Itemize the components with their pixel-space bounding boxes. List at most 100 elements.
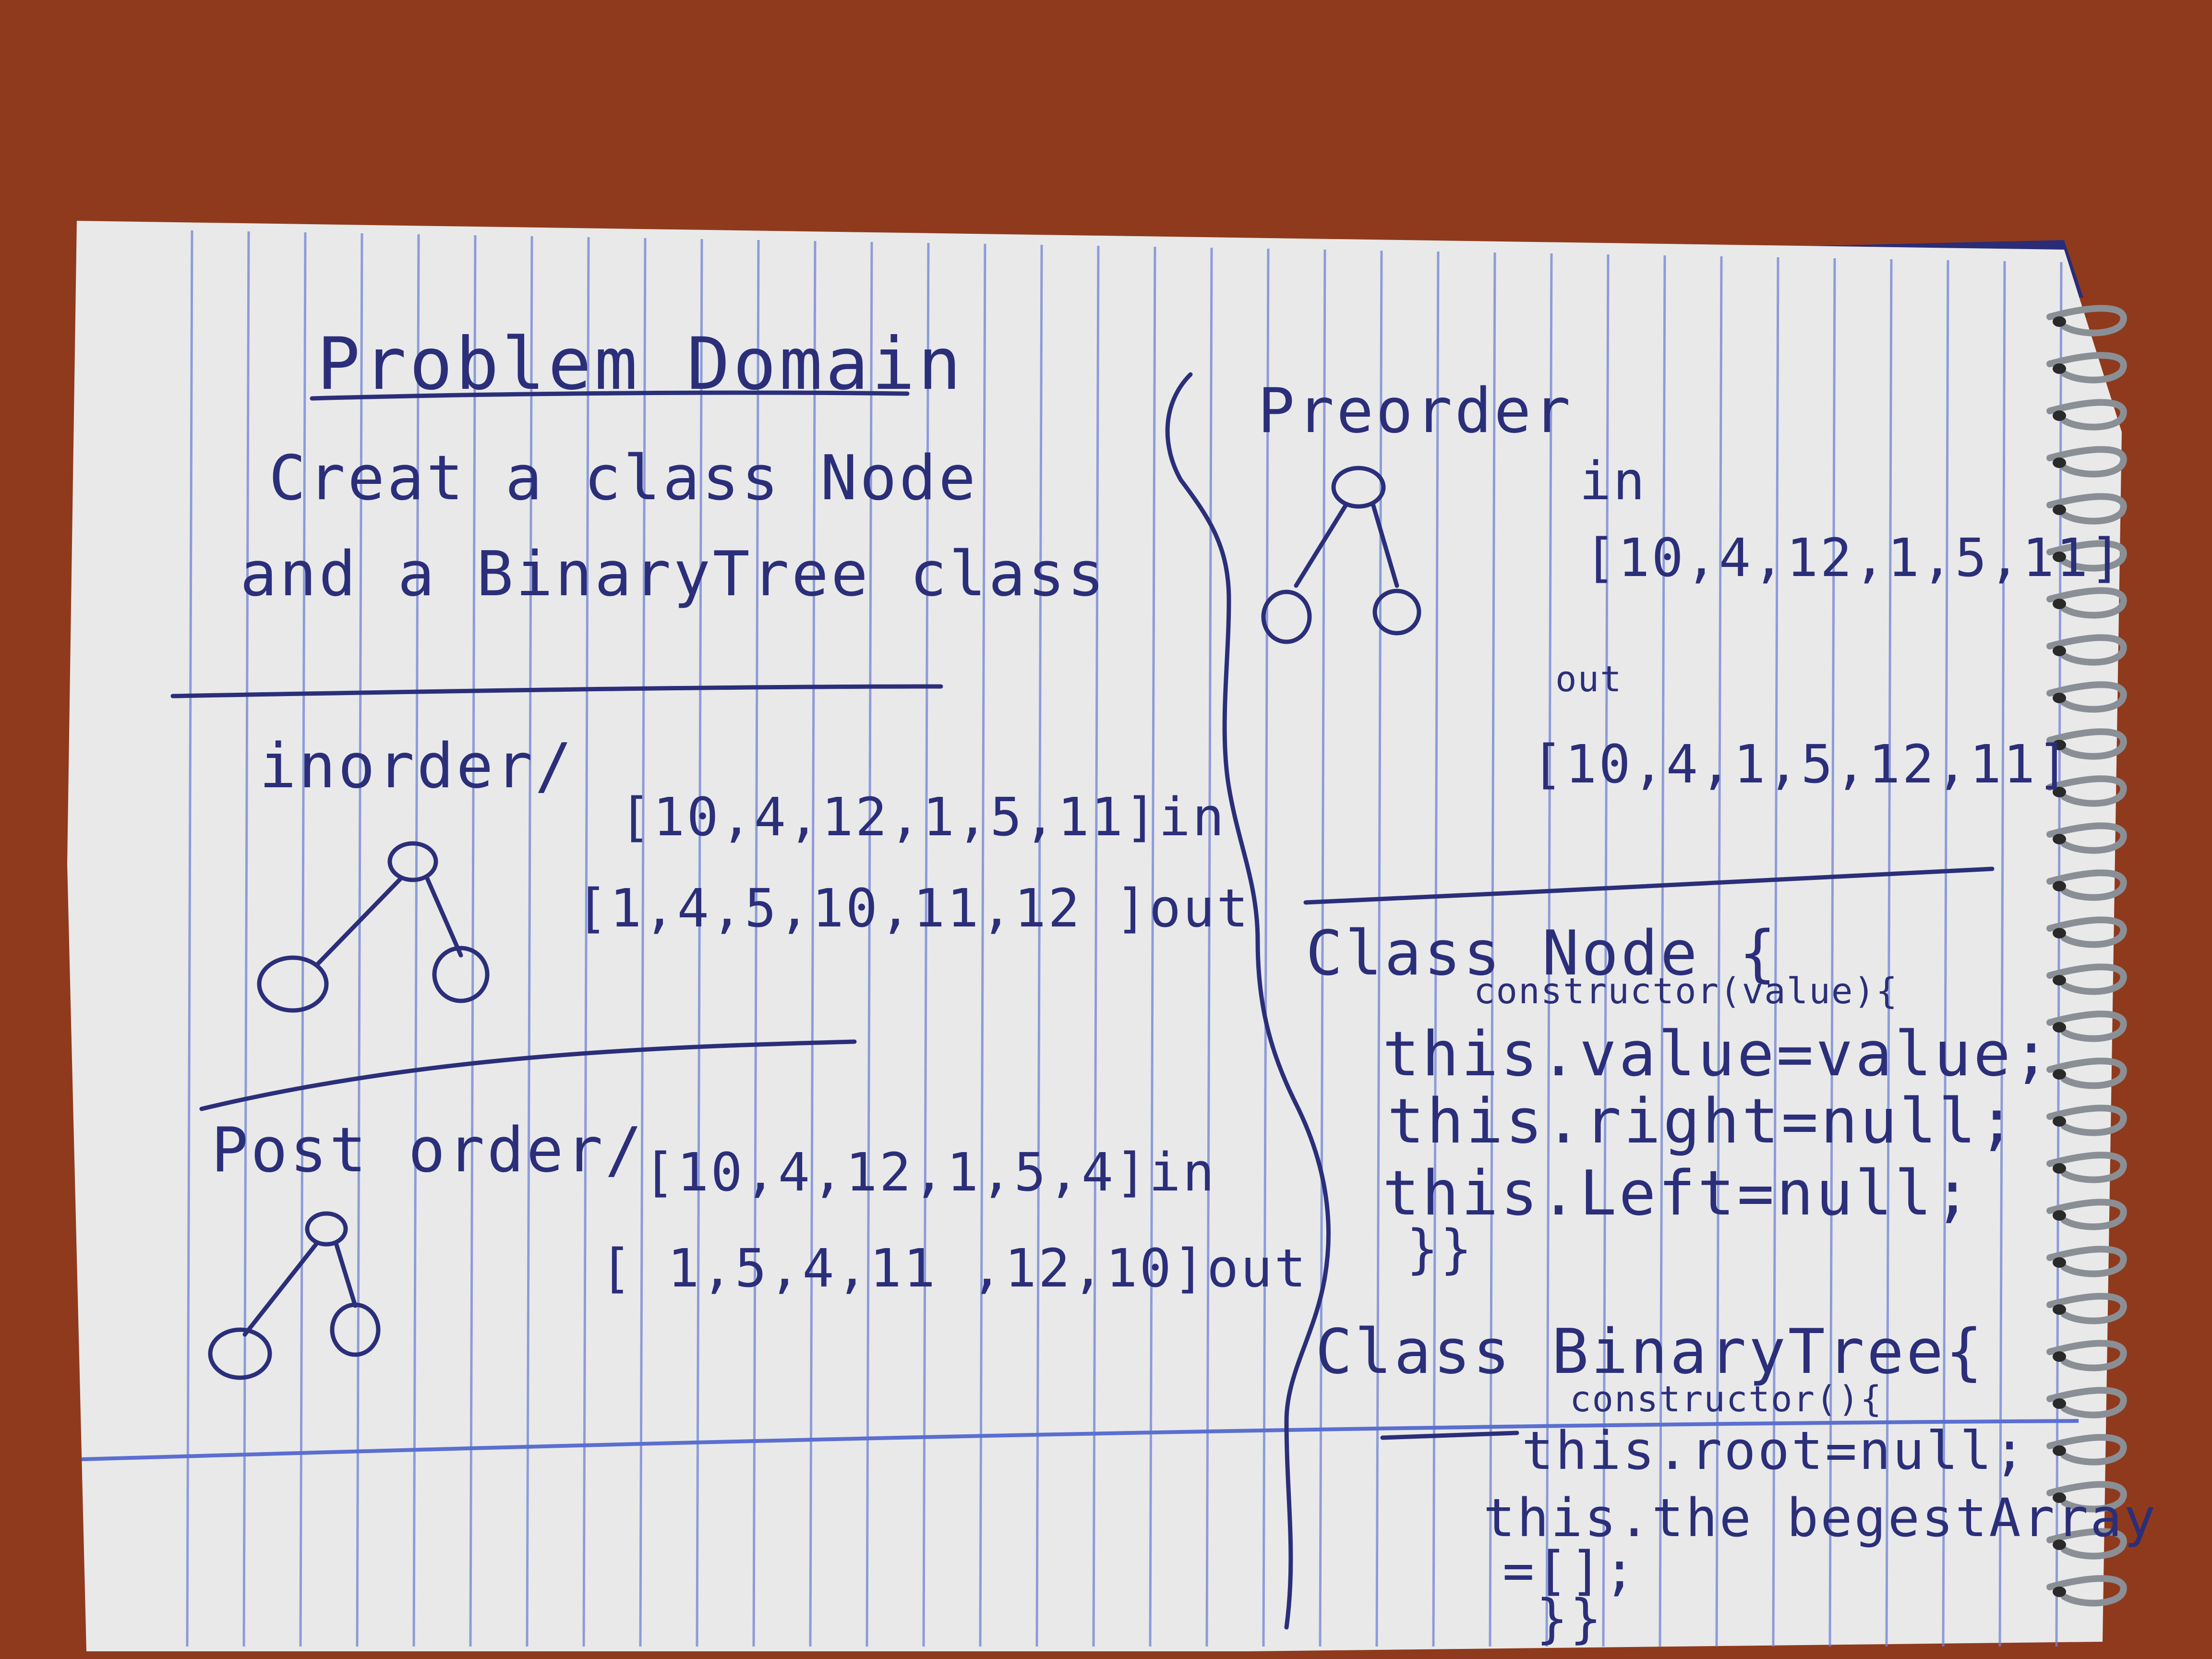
spiral-hole <box>2053 740 2066 750</box>
spiral-coil <box>2046 1010 2127 1042</box>
preorder-right-node <box>1372 589 1421 636</box>
spiral-hole <box>2053 1257 2066 1268</box>
rule-line <box>1035 244 1043 1647</box>
spiral-coil <box>2046 1575 2127 1607</box>
spiral-coil <box>2046 1293 2127 1324</box>
spiral-coil <box>2046 775 2127 807</box>
spiral-coil <box>2046 540 2127 572</box>
preorder-in-array: [10,4,12,1,5,11] <box>1584 527 2124 589</box>
spiral-coil <box>2046 1199 2127 1230</box>
spiral-coil <box>2046 963 2127 995</box>
spiral-coil <box>2046 869 2127 901</box>
spiral-hole <box>2053 457 2066 468</box>
spiral-binding <box>2046 305 2127 1607</box>
inorder-left-node <box>257 955 329 1013</box>
preorder-tree-diagram <box>1261 466 1421 644</box>
inorder-label: inorder/ <box>259 731 575 802</box>
spiral-coil <box>2046 1481 2127 1513</box>
postorder-tree-diagram <box>208 1211 381 1380</box>
code-node-constructor: constructor(value){ <box>1474 971 1898 1012</box>
rule-line <box>1319 249 1326 1647</box>
spiral-hole <box>2053 787 2066 797</box>
spiral-hole <box>2053 316 2066 327</box>
spiral-hole <box>2053 693 2066 703</box>
postorder-left-edge <box>242 1241 319 1337</box>
spiral-coil <box>2046 822 2127 854</box>
preorder-in-label: in <box>1579 450 1647 512</box>
spiral-hole <box>2053 834 2066 844</box>
rule-line <box>1092 245 1100 1647</box>
rule-line <box>1659 255 1666 1647</box>
code-biggest-array: this.the begestArray <box>1483 1487 2158 1549</box>
inorder-tree-diagram <box>257 841 490 1013</box>
spiral-coil <box>2046 587 2127 619</box>
preorder-left-edge <box>1294 502 1349 588</box>
spiral-coil <box>2046 1528 2127 1560</box>
rule-line <box>582 237 590 1647</box>
preorder-left-node <box>1261 589 1312 644</box>
inorder-out: [1,4,5,10,11,12 ]out <box>576 878 1250 939</box>
preorder-out-label: out <box>1555 659 1623 700</box>
spiral-hole <box>2053 1398 2066 1409</box>
divider-2 <box>199 1039 857 1111</box>
rule-line <box>1149 246 1156 1647</box>
spiral-coil <box>2046 399 2127 431</box>
code-this-right: this.right=null; <box>1387 1086 2018 1157</box>
rule-line <box>639 238 647 1647</box>
spiral-hole <box>2053 1539 2066 1550</box>
center-wavy-divider <box>1165 372 1331 1630</box>
spiral-coil <box>2046 916 2127 948</box>
rule-line <box>1772 257 1779 1647</box>
inorder-root-node <box>387 841 438 882</box>
preorder-label: Preorder <box>1258 375 1573 447</box>
rule-line <box>1998 261 2006 1647</box>
rule-line <box>469 235 477 1647</box>
code-empty-array: =[]; <box>1503 1540 1637 1601</box>
spiral-hole <box>2053 1210 2066 1221</box>
rule-line <box>2055 262 2063 1647</box>
code-class-node: Class Node { <box>1306 918 1779 989</box>
spiral-hole <box>2053 1116 2066 1127</box>
spiral-coil <box>2046 681 2127 713</box>
divider-3 <box>1303 866 1995 905</box>
intro-line-2: and a BinaryTree class <box>240 539 1106 610</box>
spiral-hole <box>2053 928 2066 938</box>
inorder-left-edge <box>314 876 403 967</box>
spiral-coil <box>2046 728 2127 760</box>
spiral-coil <box>2046 1434 2127 1466</box>
rule-line <box>526 236 533 1647</box>
postorder-right-edge <box>334 1241 358 1308</box>
spiral-hole <box>2053 1022 2066 1033</box>
preorder-right-edge <box>1370 502 1399 588</box>
spiral-hole <box>2053 599 2066 609</box>
spiral-hole <box>2053 552 2066 562</box>
rule-line <box>1885 259 1893 1647</box>
spiral-coil <box>2046 305 2127 337</box>
spiral-hole <box>2053 1163 2066 1174</box>
postorder-root-node <box>305 1211 348 1247</box>
rule-line <box>1545 253 1553 1647</box>
rule-line <box>412 234 420 1647</box>
spiral-hole <box>2053 1351 2066 1362</box>
spiral-hole <box>2053 363 2066 374</box>
rule-line <box>1489 252 1496 1647</box>
preorder-root-node <box>1331 466 1386 509</box>
spiral-hole <box>2053 1445 2066 1456</box>
rule-lines <box>186 230 2063 1647</box>
spiral-hole <box>2053 505 2066 515</box>
spiral-coil <box>2046 493 2127 525</box>
postorder-right-node <box>330 1302 381 1357</box>
rule-line <box>1828 258 1836 1647</box>
inorder-in: [10,4,12,1,5,11]in <box>619 786 1226 848</box>
code-this-left: this.Left=null; <box>1382 1158 1973 1229</box>
inorder-right-node <box>432 946 490 1003</box>
rule-line <box>866 241 873 1647</box>
rule-line <box>186 230 193 1647</box>
spiral-hole <box>2053 1492 2066 1503</box>
rule-line <box>1602 254 1610 1647</box>
postorder-in: [10,4,12,1,5,4]in <box>643 1142 1216 1203</box>
code-tree-constructor: constructor(){ <box>1570 1379 1883 1420</box>
preorder-out-array: [10,4,1,5,12,11] <box>1531 733 2071 795</box>
postorder-out: [ 1,5,4,11 ,12,10]out <box>600 1238 1308 1299</box>
inorder-right-edge <box>425 876 463 958</box>
